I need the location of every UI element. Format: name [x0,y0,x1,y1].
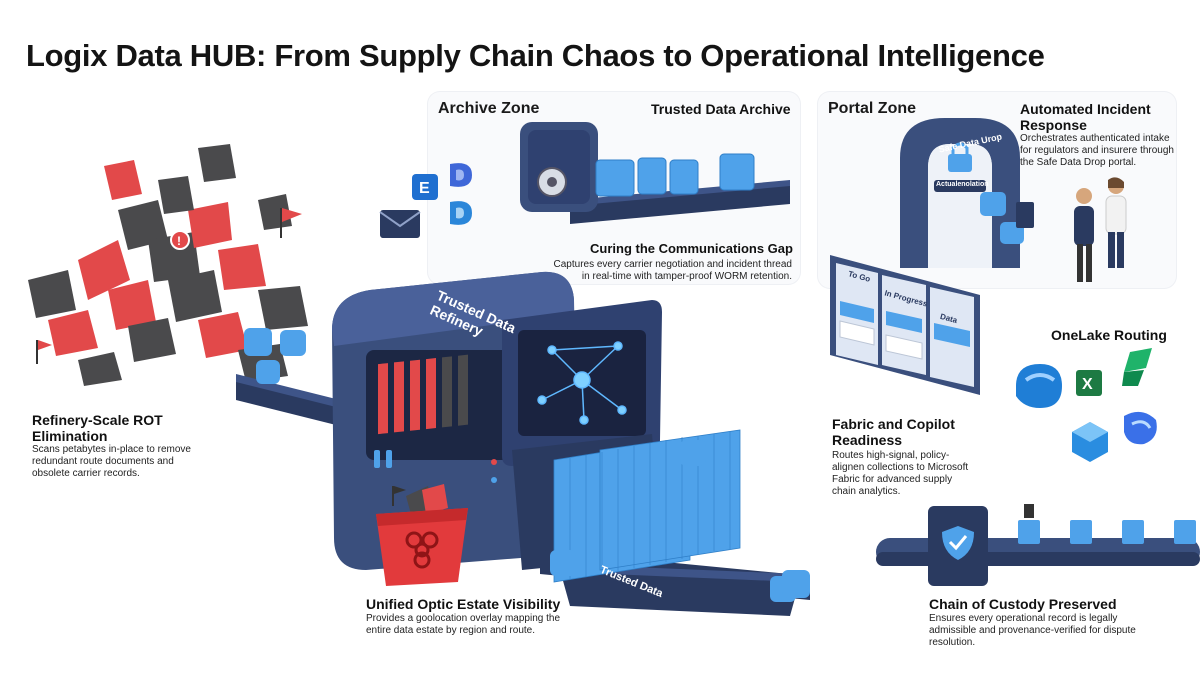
teams-icon [450,163,472,187]
archive-belt [570,184,790,224]
svg-text:E: E [419,180,430,197]
archived-data-stacks [595,153,755,197]
archive-zone-label: Archive Zone [438,100,540,117]
azure-icon [1072,422,1108,462]
data-cube [782,570,810,598]
trusted-data-refinery-machine [332,271,662,570]
data-stack-rows [553,429,741,583]
biohazard-bin [376,484,468,586]
red-flag-icon [280,208,302,238]
copilot-icon [1124,411,1157,445]
stamp-icon [1024,504,1034,518]
shield-check-icon [942,526,974,560]
fabric-icon [1016,364,1062,408]
trusted-data-output [540,429,810,616]
inbound-belt [236,328,356,430]
portal-data-cubes [980,192,1034,244]
portal-body: Orchestrates authenticated intake for re… [1020,133,1174,168]
archive-heading: Curing the Communications Gap [590,241,793,256]
page-title: Logix Data HUB: From Supply Chain Chaos … [26,38,1045,73]
data-cube [550,550,576,576]
data-cube [256,360,280,384]
archive-body: Captures every carrier negotiation and i… [553,259,792,282]
scattered-data-cubes [550,550,810,598]
kanban-board [830,255,980,395]
fabric-body: Routes high-signal, policy-alignen colle… [832,450,969,497]
custody-body: Ensures every operational record is lega… [929,613,1136,648]
discarded-documents [392,484,448,518]
onedrive-icon [450,201,472,225]
custody-belt-illustration [876,504,1200,586]
warning-badge-icon [170,230,190,250]
portal-zone-label: Portal Zone [828,100,917,117]
shredding-documents [378,358,436,435]
onelake-icon-cluster: X [1016,348,1157,462]
exchange-icon: E [412,174,438,200]
fabric-heading: Fabric and Copilot Readiness [832,416,955,448]
svg-text:!: ! [177,234,181,248]
custody-heading: Chain of Custody Preserved [929,596,1117,612]
optic-heading: Unified Optic Estate Visibility [366,596,561,612]
email-icon [379,210,421,238]
fabric-leaf-icon [1122,348,1152,386]
network-graph-icon [537,341,627,425]
excel-icon: X [1076,370,1102,396]
data-cube [680,440,706,466]
flag-icon-small [36,340,52,364]
archive-vault-illustration [520,122,790,224]
trusted-data-archive-label: Trusted Data Archive [651,101,791,117]
optic-body: Provides a goolocation overlay mapping t… [366,613,561,636]
gate-badge: Actualenolation [936,181,989,188]
portal-heading: Automated Incident Response [1020,101,1151,133]
svg-text:X: X [1082,376,1093,393]
safe-data-drop-gate [900,118,1020,268]
output-belt [560,570,800,616]
biohazard-icon [405,531,439,569]
rot-heading: Refinery-Scale ROT Elimination [32,412,163,444]
rot-body: Scans petabytes in-place to remove redun… [32,444,191,479]
onelake-heading: OneLake Routing [1051,327,1167,343]
gate-lock-icon [948,154,972,172]
regulator-people [1074,177,1127,282]
data-cube [244,328,272,356]
data-cube [280,330,306,356]
